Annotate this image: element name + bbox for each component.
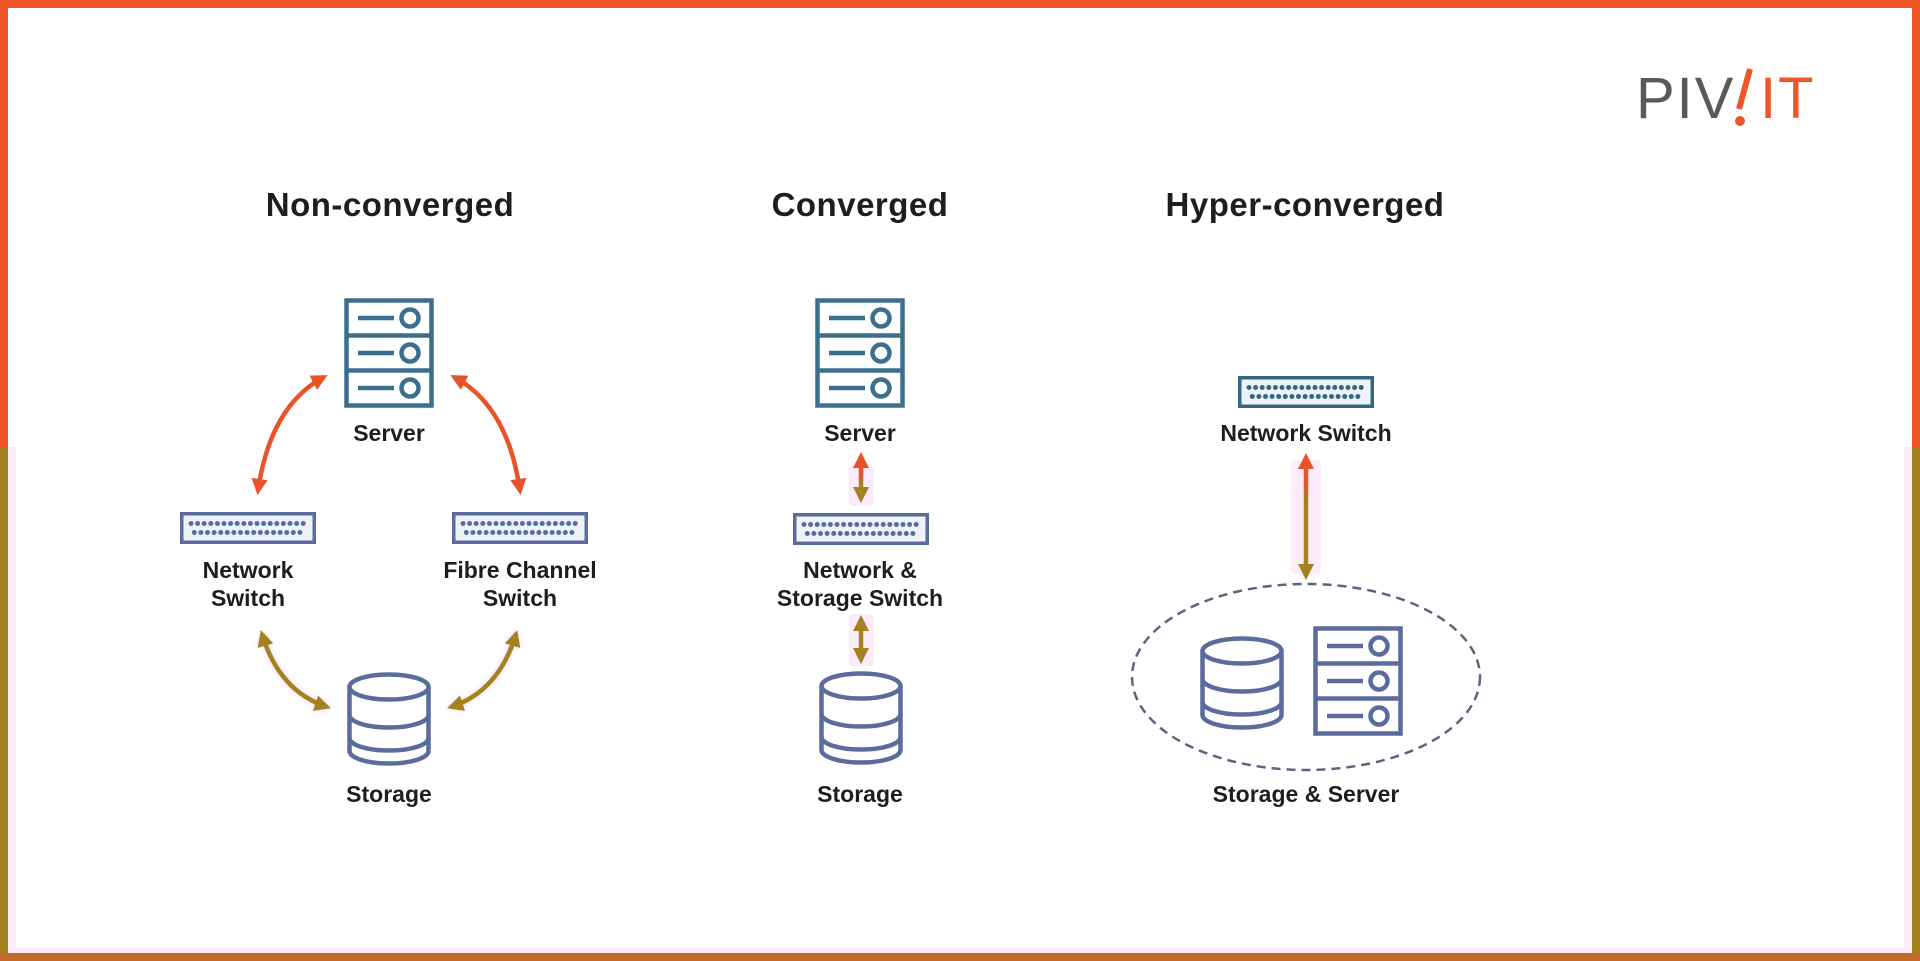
frame-border-left — [0, 0, 8, 961]
label-server-nonconverged: Server — [353, 420, 425, 446]
two-way-arrow — [251, 375, 328, 496]
inner-pink-strip-left — [8, 447, 16, 953]
label-line: Storage Switch — [776, 585, 944, 611]
storage-cylinder-icon — [1203, 639, 1282, 728]
server-icon — [1316, 629, 1401, 734]
label-server-converged: Server — [824, 420, 896, 446]
network-switch-icon — [1240, 378, 1373, 407]
frame-border-right — [1912, 0, 1920, 961]
inner-pink-strip-right — [1904, 447, 1912, 953]
label-network-storage-switch: Network & Storage Switch — [777, 556, 943, 612]
server-icon — [818, 301, 903, 406]
label-network-switch-hyper: Network Switch — [1220, 420, 1392, 446]
label-storage-nonconverged: Storage — [346, 781, 432, 807]
two-way-arrow — [450, 375, 527, 496]
server-to-switch-arrows — [251, 375, 527, 496]
label-fibre-channel-switch: Fibre Channel Switch — [443, 556, 596, 612]
network-storage-switch-icon — [795, 515, 928, 544]
logo-text-orange: IT — [1760, 66, 1816, 131]
frame-border-bottom — [0, 953, 1920, 961]
label-line: Network — [202, 557, 294, 583]
label-line: Switch — [482, 585, 558, 611]
storage-cylinder-icon — [350, 675, 429, 764]
label-line: Switch — [210, 585, 286, 611]
fibre-channel-switch-icon — [454, 514, 587, 543]
pivit-logo: PIV IT — [1636, 66, 1816, 131]
title-non-converged: Non-converged — [265, 186, 515, 223]
label-storage-server-cluster: Storage & Server — [1212, 781, 1400, 807]
logo-text-gray: PIV — [1636, 66, 1736, 131]
label-line: Fibre Channel — [443, 557, 597, 583]
logo-exclamation-slash — [1736, 68, 1753, 110]
dashed-cluster-ellipse — [1130, 582, 1482, 772]
inner-pink-strip-bottom — [8, 948, 1912, 953]
storage-cylinder-icon — [822, 674, 901, 763]
logo-exclamation-dot — [1735, 116, 1745, 126]
frame-border-top — [0, 0, 1920, 8]
switch-to-storage-arrows — [257, 630, 521, 711]
title-converged: Converged — [771, 186, 949, 223]
two-way-arrow — [447, 630, 521, 711]
server-icon — [347, 301, 432, 406]
title-hyper-converged: Hyper-converged — [1165, 186, 1445, 223]
two-way-arrow — [257, 630, 331, 711]
label-storage-converged: Storage — [817, 781, 903, 807]
label-network-switch: Network Switch — [203, 556, 294, 612]
label-line: Network & — [803, 557, 917, 583]
network-switch-icon — [182, 514, 315, 543]
